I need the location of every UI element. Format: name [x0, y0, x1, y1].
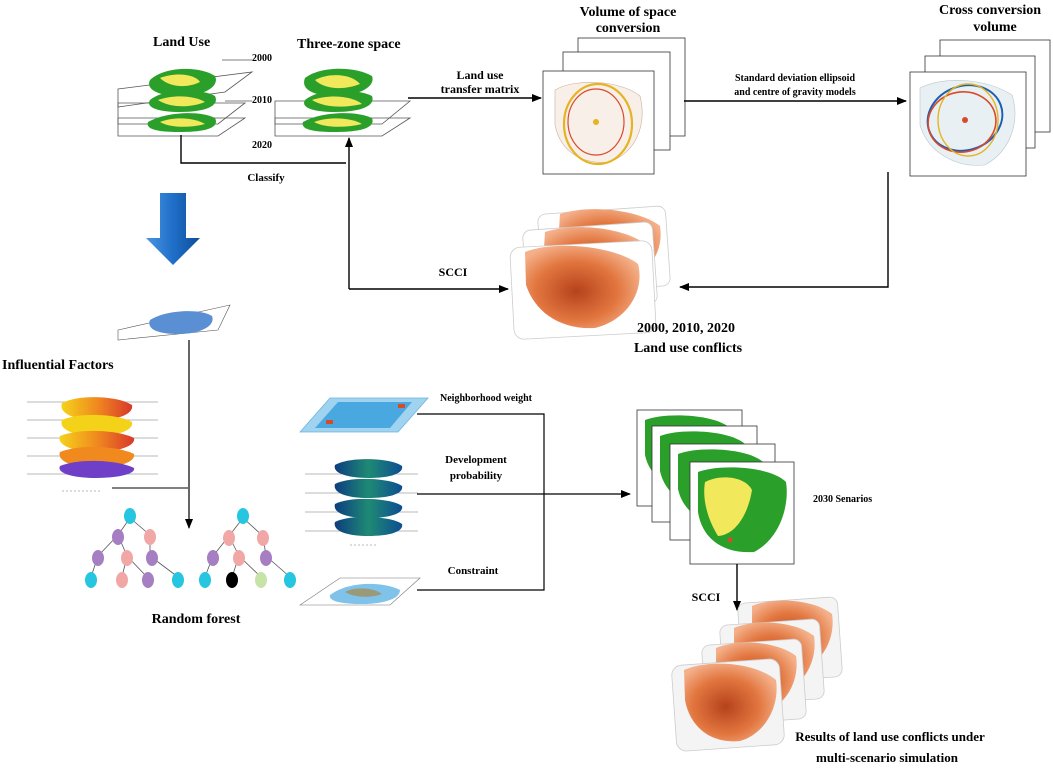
- neighborhood-marker: [398, 404, 405, 408]
- year-2020-label: 2020: [252, 140, 272, 151]
- constraint-patch: [345, 588, 382, 597]
- tree-node: [112, 529, 124, 545]
- neighborhood-inner: [315, 402, 412, 428]
- results-label-line2: multi-scenario simulation: [816, 750, 959, 765]
- land-use-title: Land Use: [153, 35, 210, 50]
- classify-connector: [180, 135, 346, 164]
- scenarios-2030-label: 2030 Senarios: [813, 494, 872, 505]
- map-patch: [312, 96, 362, 107]
- tree-node: [223, 530, 235, 546]
- transfer-matrix-label-line2: transfer matrix: [441, 82, 520, 96]
- factor-blue-map: [149, 311, 213, 334]
- development-probability-stack: [305, 459, 418, 546]
- volume-of-space-conversion-stack: [542, 37, 686, 175]
- neighborhood-weight-layer: [299, 397, 429, 433]
- results-conflict-maps: [671, 596, 843, 752]
- tree-node: [260, 550, 272, 566]
- three-zone-map-stack: [274, 68, 412, 137]
- tree-node: [146, 550, 158, 566]
- tree-node: [85, 572, 97, 588]
- factor-top-map: [117, 304, 231, 341]
- year-2000-label: 2000: [252, 53, 272, 64]
- land-use-conflict-maps: [509, 205, 671, 340]
- three-zone-space-title: Three-zone space: [297, 37, 401, 52]
- constraint-layer: [299, 577, 421, 606]
- tree-node: [237, 508, 249, 524]
- scci-top-label: SCCI: [439, 265, 468, 279]
- tree-node: [226, 572, 238, 588]
- tree-node: [121, 550, 133, 566]
- tree-node: [284, 572, 296, 588]
- tree-node: [199, 572, 211, 588]
- influential-factors-title: Influential Factors: [2, 358, 114, 373]
- development-label-line1: Development: [445, 454, 507, 466]
- tree-node: [172, 572, 184, 588]
- conflicts-years-label: 2000, 2010, 2020: [637, 321, 735, 336]
- neighborhood-marker: [326, 420, 333, 424]
- factor-layer-2: [61, 414, 133, 436]
- map-patch: [160, 118, 205, 127]
- cross-title-line2: volume: [973, 20, 1017, 35]
- development-label-line2: probability: [450, 470, 503, 482]
- gravity-centre-point: [593, 119, 599, 125]
- sde-label-line1: Standard deviation ellipsoid: [735, 73, 855, 84]
- tree-node: [144, 529, 156, 545]
- scenario-maps-stack: [636, 409, 795, 565]
- map-patch: [158, 96, 205, 107]
- development-layer-4: [334, 516, 403, 536]
- cross-title-line1: Cross conversion: [939, 3, 1041, 18]
- development-layer-1: [334, 459, 403, 478]
- volume-title-line2: conversion: [596, 21, 661, 36]
- conflict-map-front: [525, 245, 640, 329]
- factor-layer-5: [59, 460, 135, 478]
- conflicts-title-label: Land use conflicts: [634, 341, 743, 356]
- factor-layer-1: [61, 397, 133, 420]
- tree-node: [116, 572, 128, 588]
- constraint-label: Constraint: [448, 565, 499, 577]
- tree-2-edges: [204, 517, 291, 578]
- neighborhood-weight-label: Neighborhood weight: [440, 393, 533, 404]
- results-map-front: [684, 663, 777, 742]
- tree-1-edges: [90, 517, 179, 578]
- scenario-city-marker: [727, 537, 733, 543]
- cross-ellipse-yellow: [937, 83, 999, 157]
- tree-node: [142, 572, 154, 588]
- influential-factors-stack: [27, 397, 158, 492]
- sde-label-line2: and centre of gravity models: [734, 87, 856, 98]
- tree-node: [207, 550, 219, 566]
- development-layer-3: [334, 498, 403, 518]
- land-use-map-stack: [117, 59, 254, 137]
- sde-ellipse-yellow: [562, 82, 634, 166]
- scci-bottom-label: SCCI: [692, 590, 721, 604]
- random-forest-label: Random forest: [152, 612, 241, 627]
- scenario-map-yellow: [704, 477, 752, 536]
- tree-node: [92, 550, 104, 566]
- year-2010-label: 2010: [252, 95, 272, 106]
- cross-conversion-volume-stack: [909, 39, 1051, 177]
- transfer-matrix-label-line1: Land use: [456, 68, 504, 82]
- cross-gravity-point: [962, 117, 968, 123]
- map-patch: [315, 75, 360, 89]
- inputs-bracket: [417, 413, 545, 591]
- tree-node: [257, 530, 269, 546]
- random-forest-trees: [85, 508, 296, 588]
- classify-label: Classify: [247, 172, 285, 184]
- tree-node: [233, 550, 245, 566]
- cross-ellipse-red: [927, 91, 997, 153]
- tree-node: [255, 572, 267, 588]
- map-patch: [160, 74, 200, 87]
- tree-node: [124, 508, 136, 524]
- factor-layer-3: [59, 430, 135, 452]
- map-patch: [314, 118, 362, 127]
- sde-ellipse-red: [567, 88, 625, 156]
- development-layer-2: [334, 478, 403, 498]
- volume-title-line1: Volume of space: [580, 5, 677, 20]
- results-label-line1: Results of land use conflicts under: [795, 729, 985, 744]
- cross-to-conflicts-arrow: [679, 172, 889, 291]
- classify-down-arrow: [146, 193, 200, 265]
- constraint-plane: [299, 577, 421, 606]
